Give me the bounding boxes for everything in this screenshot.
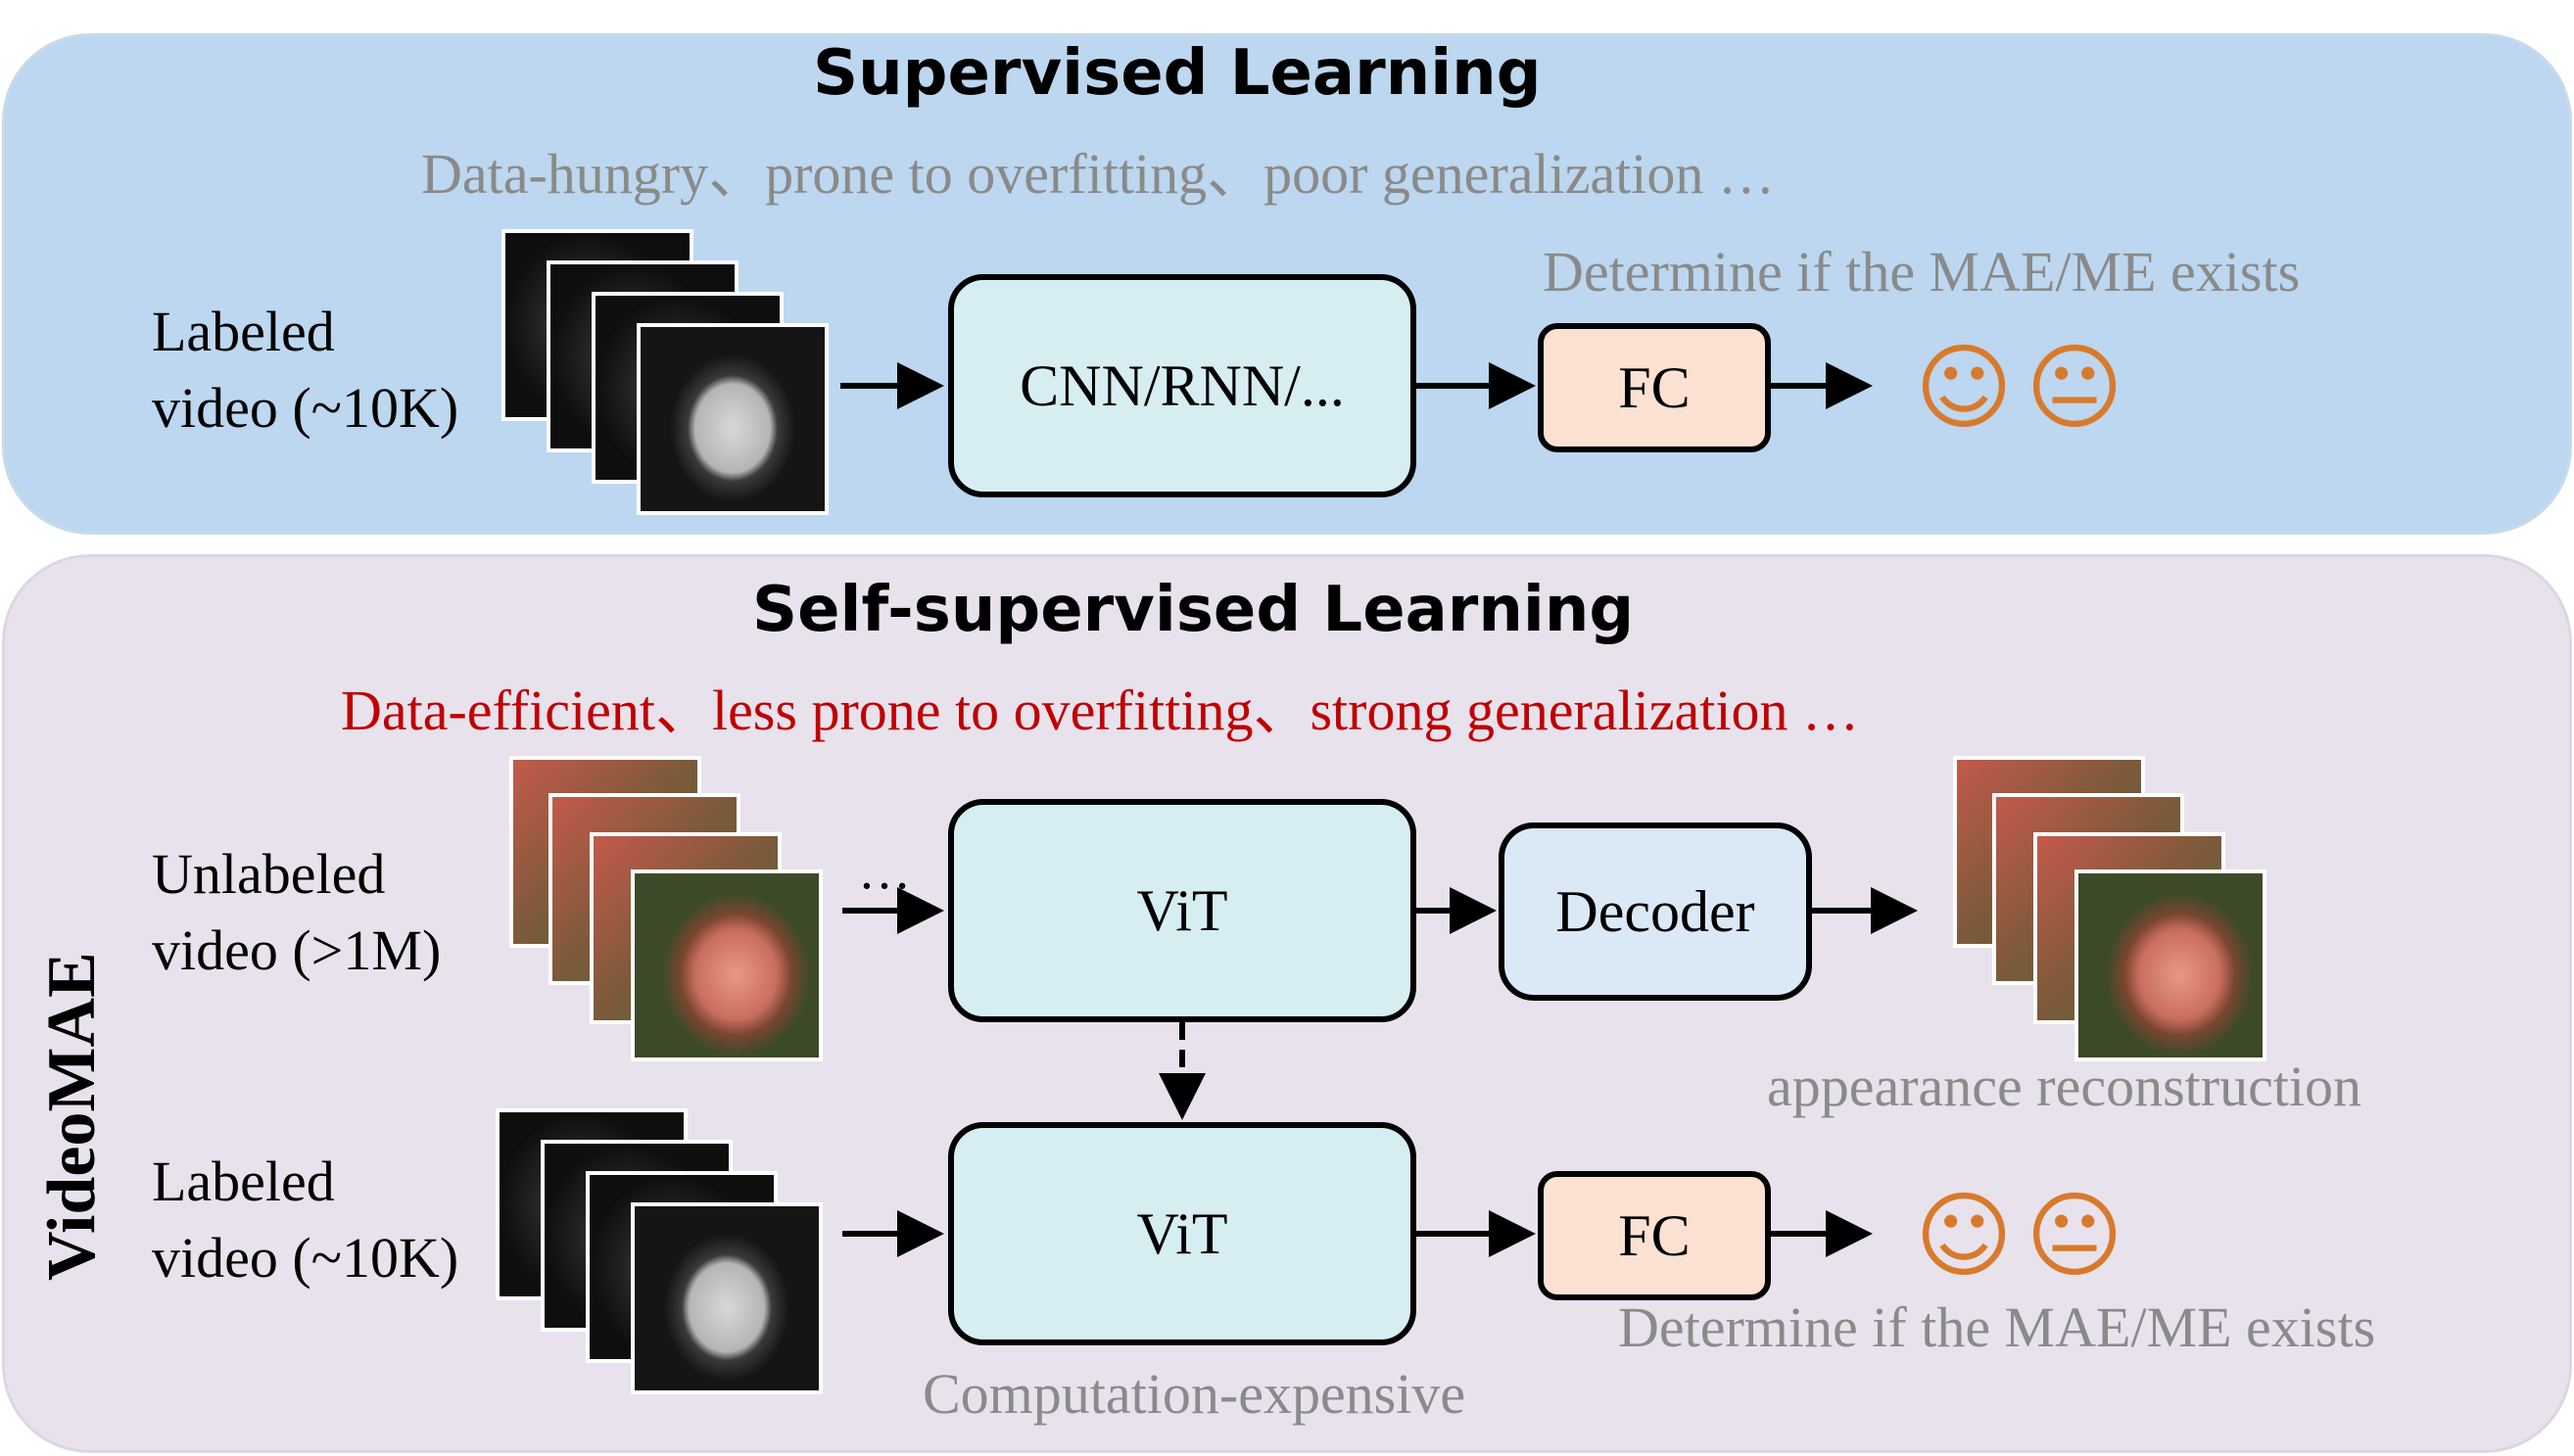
- video-frame: [637, 323, 829, 515]
- supervised-input-label-line2: video (~10K): [152, 376, 459, 440]
- cnn-rnn-label: CNN/RNN/...: [1020, 352, 1345, 418]
- finetune-vit-label: ViT: [1136, 1200, 1228, 1266]
- decoder-box: Decoder: [1499, 822, 1812, 1001]
- pretrain-input-label: Unlabeled video (>1M): [152, 836, 441, 989]
- finetune-input-label: Labeled video (~10K): [152, 1144, 458, 1296]
- supervised-output-caption: Determine if the MAE/ME exists: [1543, 240, 2301, 304]
- happy-face-icon: ☺: [1915, 1181, 2014, 1291]
- supervised-fc-box: FC: [1538, 323, 1771, 452]
- video-frame: [631, 869, 823, 1061]
- happy-face-icon: ☺: [1915, 333, 2014, 443]
- pretrain-input-label-line1: Unlabeled: [152, 842, 386, 906]
- neutral-face-icon: 😐: [2026, 1181, 2124, 1291]
- supervised-title: Supervised Learning: [813, 37, 1542, 110]
- video-frame: [631, 1202, 823, 1394]
- pretrain-vit-box: ViT: [948, 799, 1416, 1022]
- finetune-output-caption: Determine if the MAE/ME exists: [1618, 1295, 2376, 1359]
- pretrain-vit-label: ViT: [1136, 877, 1228, 943]
- supervised-input-label: Labeled video (~10K): [152, 294, 458, 446]
- finetune-input-label-line1: Labeled: [152, 1150, 335, 1213]
- self-supervised-title: Self-supervised Learning: [752, 574, 1635, 646]
- computation-expensive-caption: Computation-expensive: [923, 1362, 1466, 1426]
- supervised-input-label-line1: Labeled: [152, 300, 335, 363]
- finetune-input-label-line2: video (~10K): [152, 1226, 459, 1290]
- decoder-label: Decoder: [1555, 878, 1755, 944]
- finetune-fc-box: FC: [1538, 1171, 1771, 1300]
- supervised-fc-label: FC: [1618, 354, 1691, 420]
- supervised-subtitle: Data-hungry、prone to overfitting、poor ge…: [421, 142, 1775, 206]
- self-supervised-subtitle: Data-efficient、less prone to overfitting…: [341, 679, 1859, 742]
- neutral-face-icon: 😐: [2026, 333, 2124, 443]
- cnn-rnn-box: CNN/RNN/...: [948, 274, 1416, 497]
- finetune-vit-box: ViT: [948, 1122, 1416, 1345]
- appearance-reconstruction-caption: appearance reconstruction: [1767, 1055, 2362, 1118]
- video-frame: [2074, 869, 2266, 1061]
- finetune-fc-label: FC: [1618, 1202, 1691, 1268]
- pretrain-input-label-line2: video (>1M): [152, 918, 442, 982]
